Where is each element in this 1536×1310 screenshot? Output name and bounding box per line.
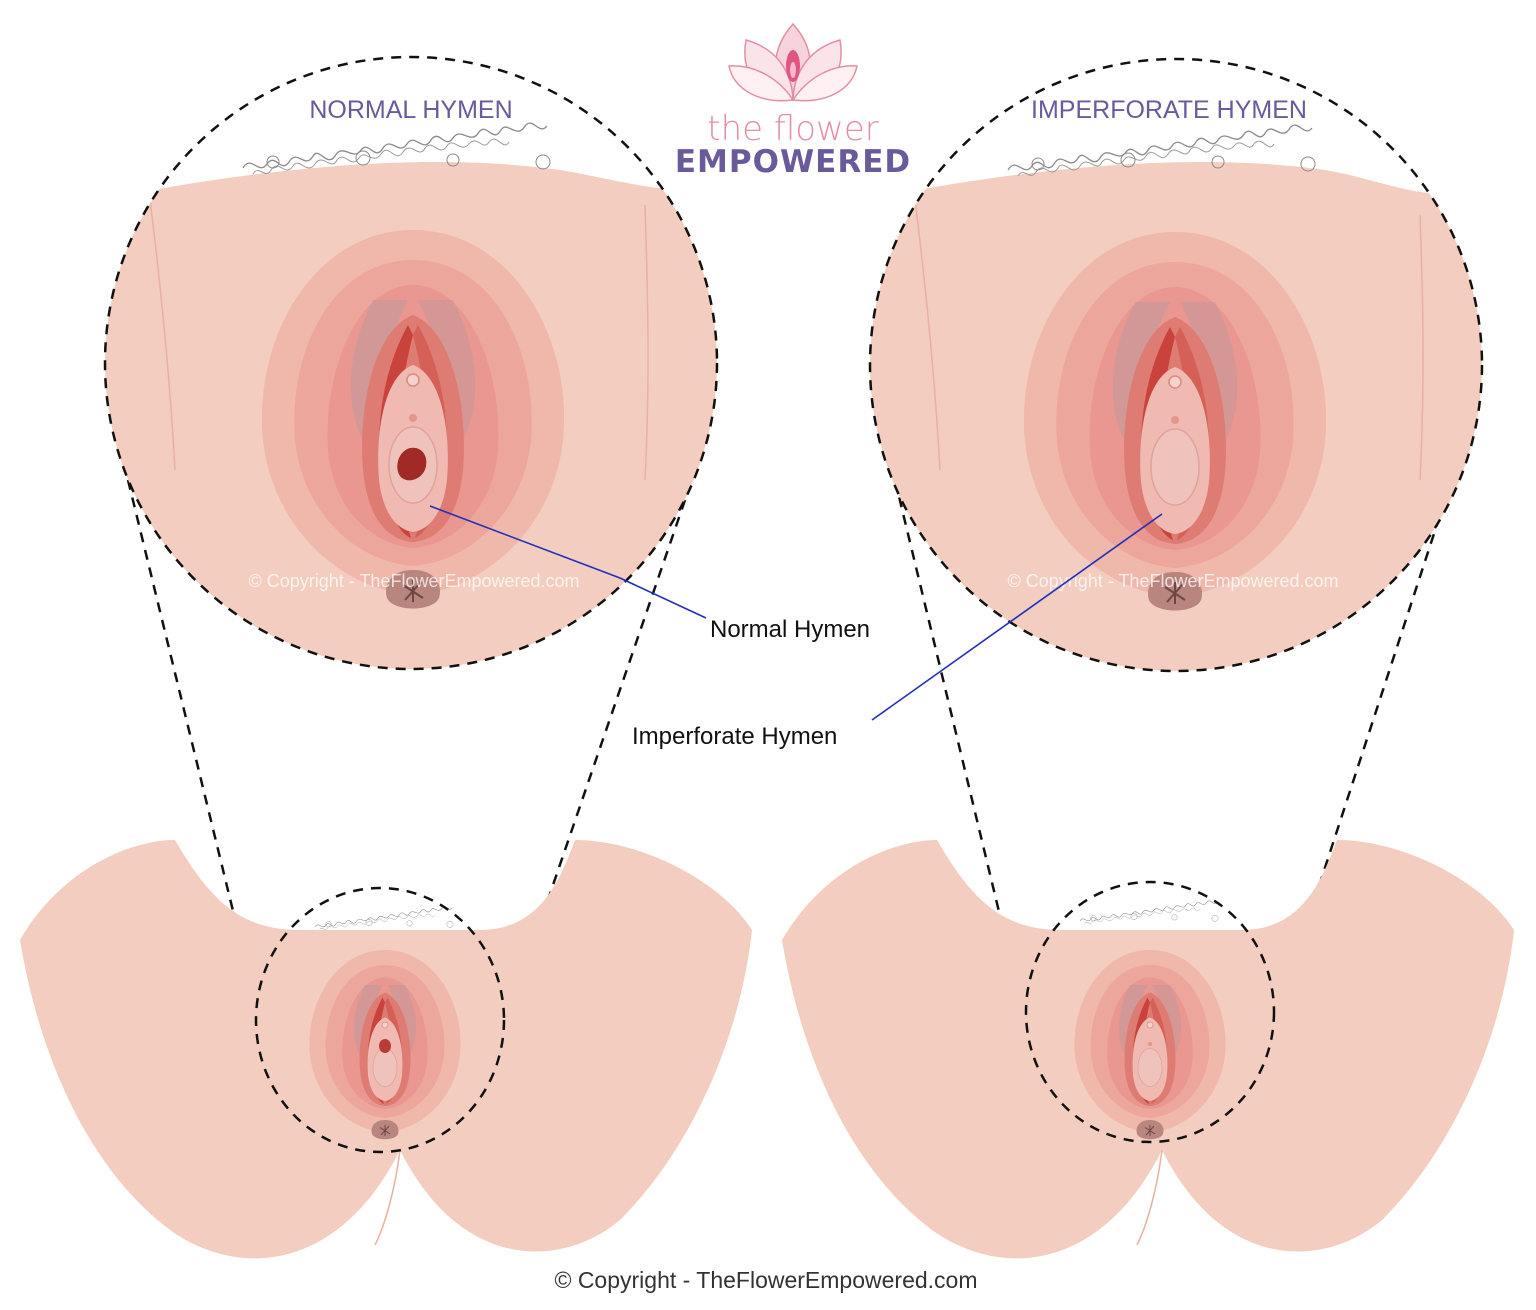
normal-hymen-callout: Normal Hymen bbox=[429, 505, 870, 643]
normal-hymen-leader-line bbox=[429, 505, 707, 619]
footer-copyright: © Copyright - TheFlowerEmpowered.com bbox=[554, 1267, 977, 1293]
left-zoom-circle bbox=[103, 55, 719, 671]
imperforate-hymen-callout: Imperforate Hymen bbox=[632, 513, 1163, 750]
imperforate-hymen-leader-line bbox=[871, 513, 1163, 721]
brand-name-line1: the flower bbox=[707, 109, 879, 149]
lotus-flower-icon bbox=[728, 22, 858, 102]
right-small-zoom-circle bbox=[1024, 880, 1276, 1144]
brand-logo: the flower EMPOWERED bbox=[675, 22, 911, 180]
right-zoomed-panel: IMPERFORATE HYMEN © Copyright - TheFlowe… bbox=[868, 57, 1484, 673]
left-small-zoom-circle bbox=[254, 886, 506, 1154]
left-zoomed-panel: NORMAL HYMEN © Copyright - TheFlowerEmpo… bbox=[103, 55, 719, 671]
brand-name-line2: EMPOWERED bbox=[675, 144, 911, 180]
imperforate-hymen-label: Imperforate Hymen bbox=[632, 723, 837, 750]
left-full-figure bbox=[20, 840, 752, 1259]
right-watermark: © Copyright - TheFlowerEmpowered.com bbox=[1007, 571, 1338, 591]
left-small-hymen-opening bbox=[379, 1039, 391, 1053]
normal-hymen-opening bbox=[397, 447, 427, 481]
right-zoom-circle bbox=[868, 57, 1484, 673]
normal-hymen-label: Normal Hymen bbox=[710, 616, 870, 643]
right-full-figure bbox=[782, 840, 1514, 1259]
imperforate-hymen-title: IMPERFORATE HYMEN bbox=[1031, 96, 1307, 124]
normal-hymen-title: NORMAL HYMEN bbox=[309, 96, 512, 124]
left-watermark: © Copyright - TheFlowerEmpowered.com bbox=[248, 571, 579, 591]
